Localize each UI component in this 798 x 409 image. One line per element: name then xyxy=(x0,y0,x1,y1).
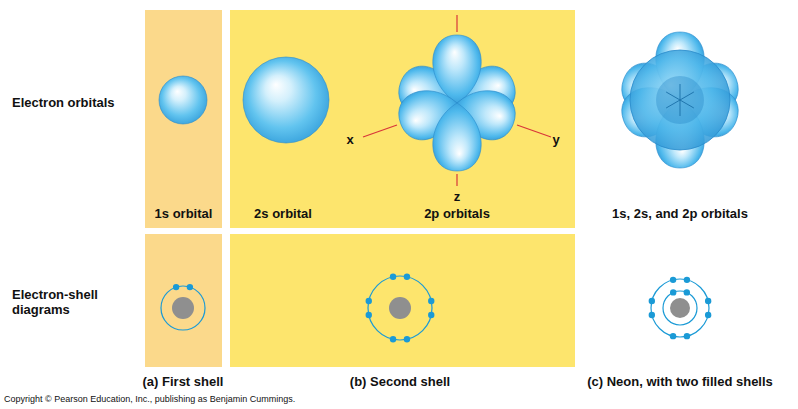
p-lobe xyxy=(433,103,481,171)
electron xyxy=(390,274,396,280)
electron xyxy=(404,336,410,342)
electron xyxy=(670,333,676,339)
nucleus xyxy=(172,297,194,319)
electron xyxy=(705,298,711,304)
orbital-name: 1s, 2s, and 2p orbitals xyxy=(612,206,748,221)
electron xyxy=(428,298,434,304)
electron-shell xyxy=(651,279,709,337)
orbital-name: 1s orbital xyxy=(155,206,213,221)
axis-line xyxy=(517,125,551,137)
p-orbitals xyxy=(615,32,744,168)
nucleus xyxy=(670,298,690,318)
row-heading: Electron-shell diagrams xyxy=(12,287,132,317)
electron xyxy=(684,277,690,283)
electron xyxy=(670,289,676,295)
electron xyxy=(705,312,711,318)
electron xyxy=(404,274,410,280)
shell-panel xyxy=(145,234,222,367)
panel-caption: (c) Neon, with two filled shells xyxy=(587,374,773,389)
inner-orbital xyxy=(656,76,704,124)
axis-label: y xyxy=(552,132,559,147)
orbital-name: 2p orbitals xyxy=(424,206,490,221)
shell-diagram xyxy=(161,284,205,330)
inner-axis xyxy=(666,100,680,108)
axis-label: x xyxy=(346,132,353,147)
inner-axis xyxy=(680,84,681,100)
shell-panel xyxy=(230,234,575,367)
inner-axis xyxy=(680,100,694,108)
electron-shell xyxy=(663,291,697,325)
electron-shell xyxy=(161,286,205,330)
inner-axis xyxy=(680,100,681,116)
electron xyxy=(366,312,372,318)
p-orbitals xyxy=(392,35,521,171)
nucleus xyxy=(389,297,411,319)
axis-line xyxy=(456,15,457,32)
electron xyxy=(187,284,193,290)
electron-shell xyxy=(368,276,432,340)
s-orbital xyxy=(630,50,730,150)
s-orbital xyxy=(243,57,329,143)
electron xyxy=(684,333,690,339)
electron xyxy=(670,277,676,283)
axis-line xyxy=(363,125,397,137)
shell-diagram xyxy=(649,277,712,340)
s-orbital xyxy=(159,76,207,124)
electron xyxy=(684,289,690,295)
axis-label: z xyxy=(454,189,461,204)
electron xyxy=(649,312,655,318)
electron xyxy=(649,298,655,304)
row-heading: Electron orbitals xyxy=(12,95,115,110)
electron xyxy=(428,312,434,318)
copyright-note: Copyright © Pearson Education, Inc., pub… xyxy=(4,394,295,405)
orbital-name: 2s orbital xyxy=(254,206,312,221)
electron xyxy=(390,336,396,342)
electron xyxy=(366,298,372,304)
panel-caption: (a) First shell xyxy=(143,374,224,389)
shell-diagram xyxy=(366,274,435,343)
inner-axis xyxy=(666,92,680,100)
axis-line xyxy=(456,174,457,186)
inner-axis xyxy=(680,92,694,100)
electron xyxy=(173,284,179,290)
panel-caption: (b) Second shell xyxy=(350,374,450,389)
